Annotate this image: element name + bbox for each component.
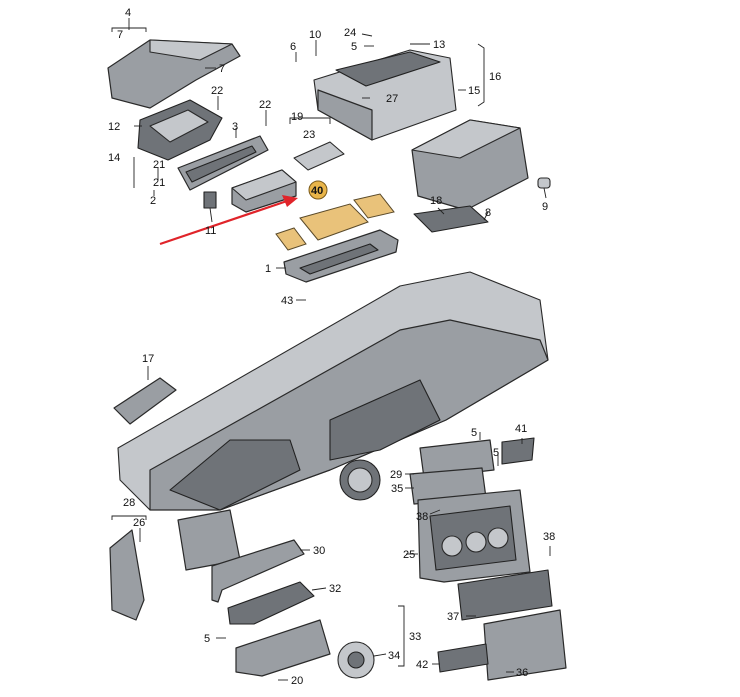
storage-tray xyxy=(231,169,297,213)
callout-15: 15 xyxy=(468,85,480,97)
callout-34: 34 xyxy=(388,650,400,662)
callout-14: 14 xyxy=(108,152,120,164)
callout-2: 2 xyxy=(150,195,156,207)
callout-35: 35 xyxy=(391,483,403,495)
side-vent-panel xyxy=(113,377,177,425)
callout-42: 42 xyxy=(416,659,428,671)
callout-18: 18 xyxy=(430,195,442,207)
callout-38: 38 xyxy=(416,511,428,523)
callout-5d: 5 xyxy=(204,633,210,645)
callout-21: 21 xyxy=(153,159,165,171)
column-cover-lower xyxy=(235,619,331,677)
callout-26: 26 xyxy=(133,517,145,529)
callout-20: 20 xyxy=(291,675,303,687)
column-shroud xyxy=(227,581,315,625)
shelf-tray xyxy=(283,229,399,283)
callout-8: 8 xyxy=(485,207,491,219)
callout-17: 17 xyxy=(142,353,154,365)
callout-5: 5 xyxy=(351,41,357,53)
callout-5b: 5 xyxy=(471,427,477,439)
callout-13: 13 xyxy=(433,39,445,51)
callout-21b: 21 xyxy=(153,177,165,189)
center-bezel xyxy=(417,489,531,583)
callout-28: 28 xyxy=(123,497,135,509)
callout-41: 41 xyxy=(515,423,527,435)
callout-36: 36 xyxy=(516,667,528,679)
callout-labels: 4 7 7 6 10 24 5 13 16 15 27 22 22 12 3 1… xyxy=(108,7,555,687)
glovebox-housing xyxy=(313,49,457,141)
callout-30: 30 xyxy=(313,545,325,557)
callout-43: 43 xyxy=(281,295,293,307)
callout-22b: 22 xyxy=(259,99,271,111)
highlight-arrow xyxy=(159,195,298,246)
callout-37: 37 xyxy=(447,611,459,623)
callout-1: 1 xyxy=(265,263,271,275)
vent-grille-small xyxy=(501,437,535,465)
speaker-grille xyxy=(413,205,489,233)
callout-4: 4 xyxy=(125,7,131,19)
callout-19: 19 xyxy=(291,111,303,123)
callout-7b: 7 xyxy=(219,63,225,75)
mats xyxy=(275,193,395,251)
dashboard-panel xyxy=(117,271,549,571)
callout-9: 9 xyxy=(542,201,548,213)
radio-frame xyxy=(457,569,553,621)
leader-lines xyxy=(111,18,551,681)
callout-33: 33 xyxy=(409,631,421,643)
knob xyxy=(537,177,551,189)
callout-16: 16 xyxy=(489,71,501,83)
drawer-grille xyxy=(437,643,489,673)
callout-38b: 38 xyxy=(543,531,555,543)
callout-3: 3 xyxy=(232,121,238,133)
callout-40-badge xyxy=(308,180,328,200)
callout-5c: 5 xyxy=(493,447,499,459)
callout-29: 29 xyxy=(390,469,402,481)
tray-lid xyxy=(293,141,345,171)
callout-10: 10 xyxy=(309,29,321,41)
callout-6: 6 xyxy=(290,41,296,53)
callout-12: 12 xyxy=(108,121,120,133)
side-trim xyxy=(109,529,145,621)
instrument-cover xyxy=(107,39,241,109)
column-trim-upper xyxy=(211,539,305,603)
glovebox-lid xyxy=(411,119,529,211)
callout-25: 25 xyxy=(403,549,415,561)
callout-23: 23 xyxy=(303,129,315,141)
callout-40: 40 xyxy=(311,185,323,197)
small-bracket xyxy=(203,191,217,209)
bracket-assembly xyxy=(137,99,223,161)
callout-27: 27 xyxy=(386,93,398,105)
callout-32: 32 xyxy=(329,583,341,595)
callout-22: 22 xyxy=(211,85,223,97)
callout-11: 11 xyxy=(205,225,216,237)
trim-bezel xyxy=(177,135,269,191)
callout-24: 24 xyxy=(344,27,356,39)
callout-7: 7 xyxy=(117,29,123,41)
